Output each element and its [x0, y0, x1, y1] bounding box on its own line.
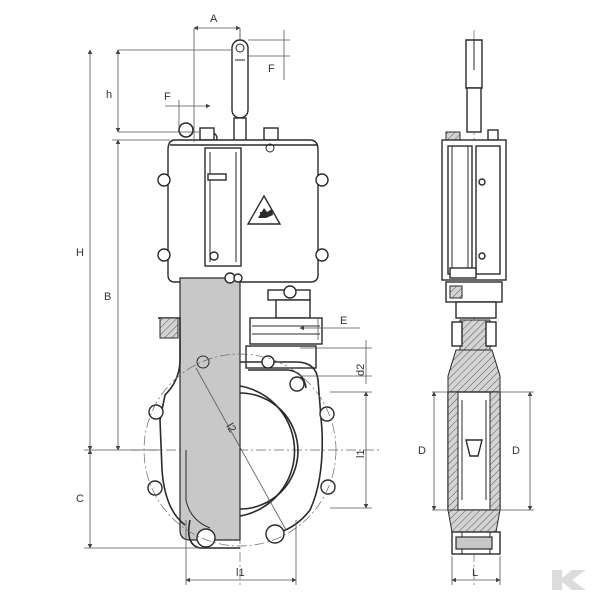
hand-pinch-warning-icon	[246, 194, 282, 225]
dim-E: E	[340, 315, 347, 327]
kramp-logo	[552, 570, 586, 590]
dim-H: H	[76, 247, 84, 259]
side-body	[447, 349, 501, 555]
dim-B: B	[104, 291, 111, 303]
valve-body-right	[239, 355, 336, 544]
top-bolt-right	[263, 127, 279, 141]
l2-diagonal	[195, 367, 287, 531]
side-yoke	[445, 281, 503, 351]
dim-d2: d2	[355, 364, 367, 376]
yoke-flange	[245, 285, 323, 369]
side-stem	[465, 39, 483, 133]
dim-D-right: D	[512, 445, 520, 457]
dim-C: C	[76, 493, 84, 505]
knife-gate-plate	[179, 277, 241, 541]
dim-A: A	[210, 13, 218, 25]
side-view: D D L	[418, 30, 534, 585]
dim-D-left: D	[418, 445, 426, 457]
dim-l1-right: l1	[355, 449, 367, 458]
dim-L: L	[472, 567, 478, 579]
dim-F-left: F	[164, 91, 171, 103]
actuator-housing	[157, 139, 329, 283]
bottom-bolt	[196, 528, 216, 548]
dim-F-top: F	[268, 63, 275, 75]
dim-h: h	[106, 89, 112, 101]
side-actuator	[441, 129, 507, 281]
valve-body-left	[147, 317, 210, 526]
top-bolt-left	[199, 127, 215, 141]
front-view: l2 A F F h H B C E	[76, 13, 380, 585]
dim-l1-bottom: l1	[236, 567, 245, 579]
